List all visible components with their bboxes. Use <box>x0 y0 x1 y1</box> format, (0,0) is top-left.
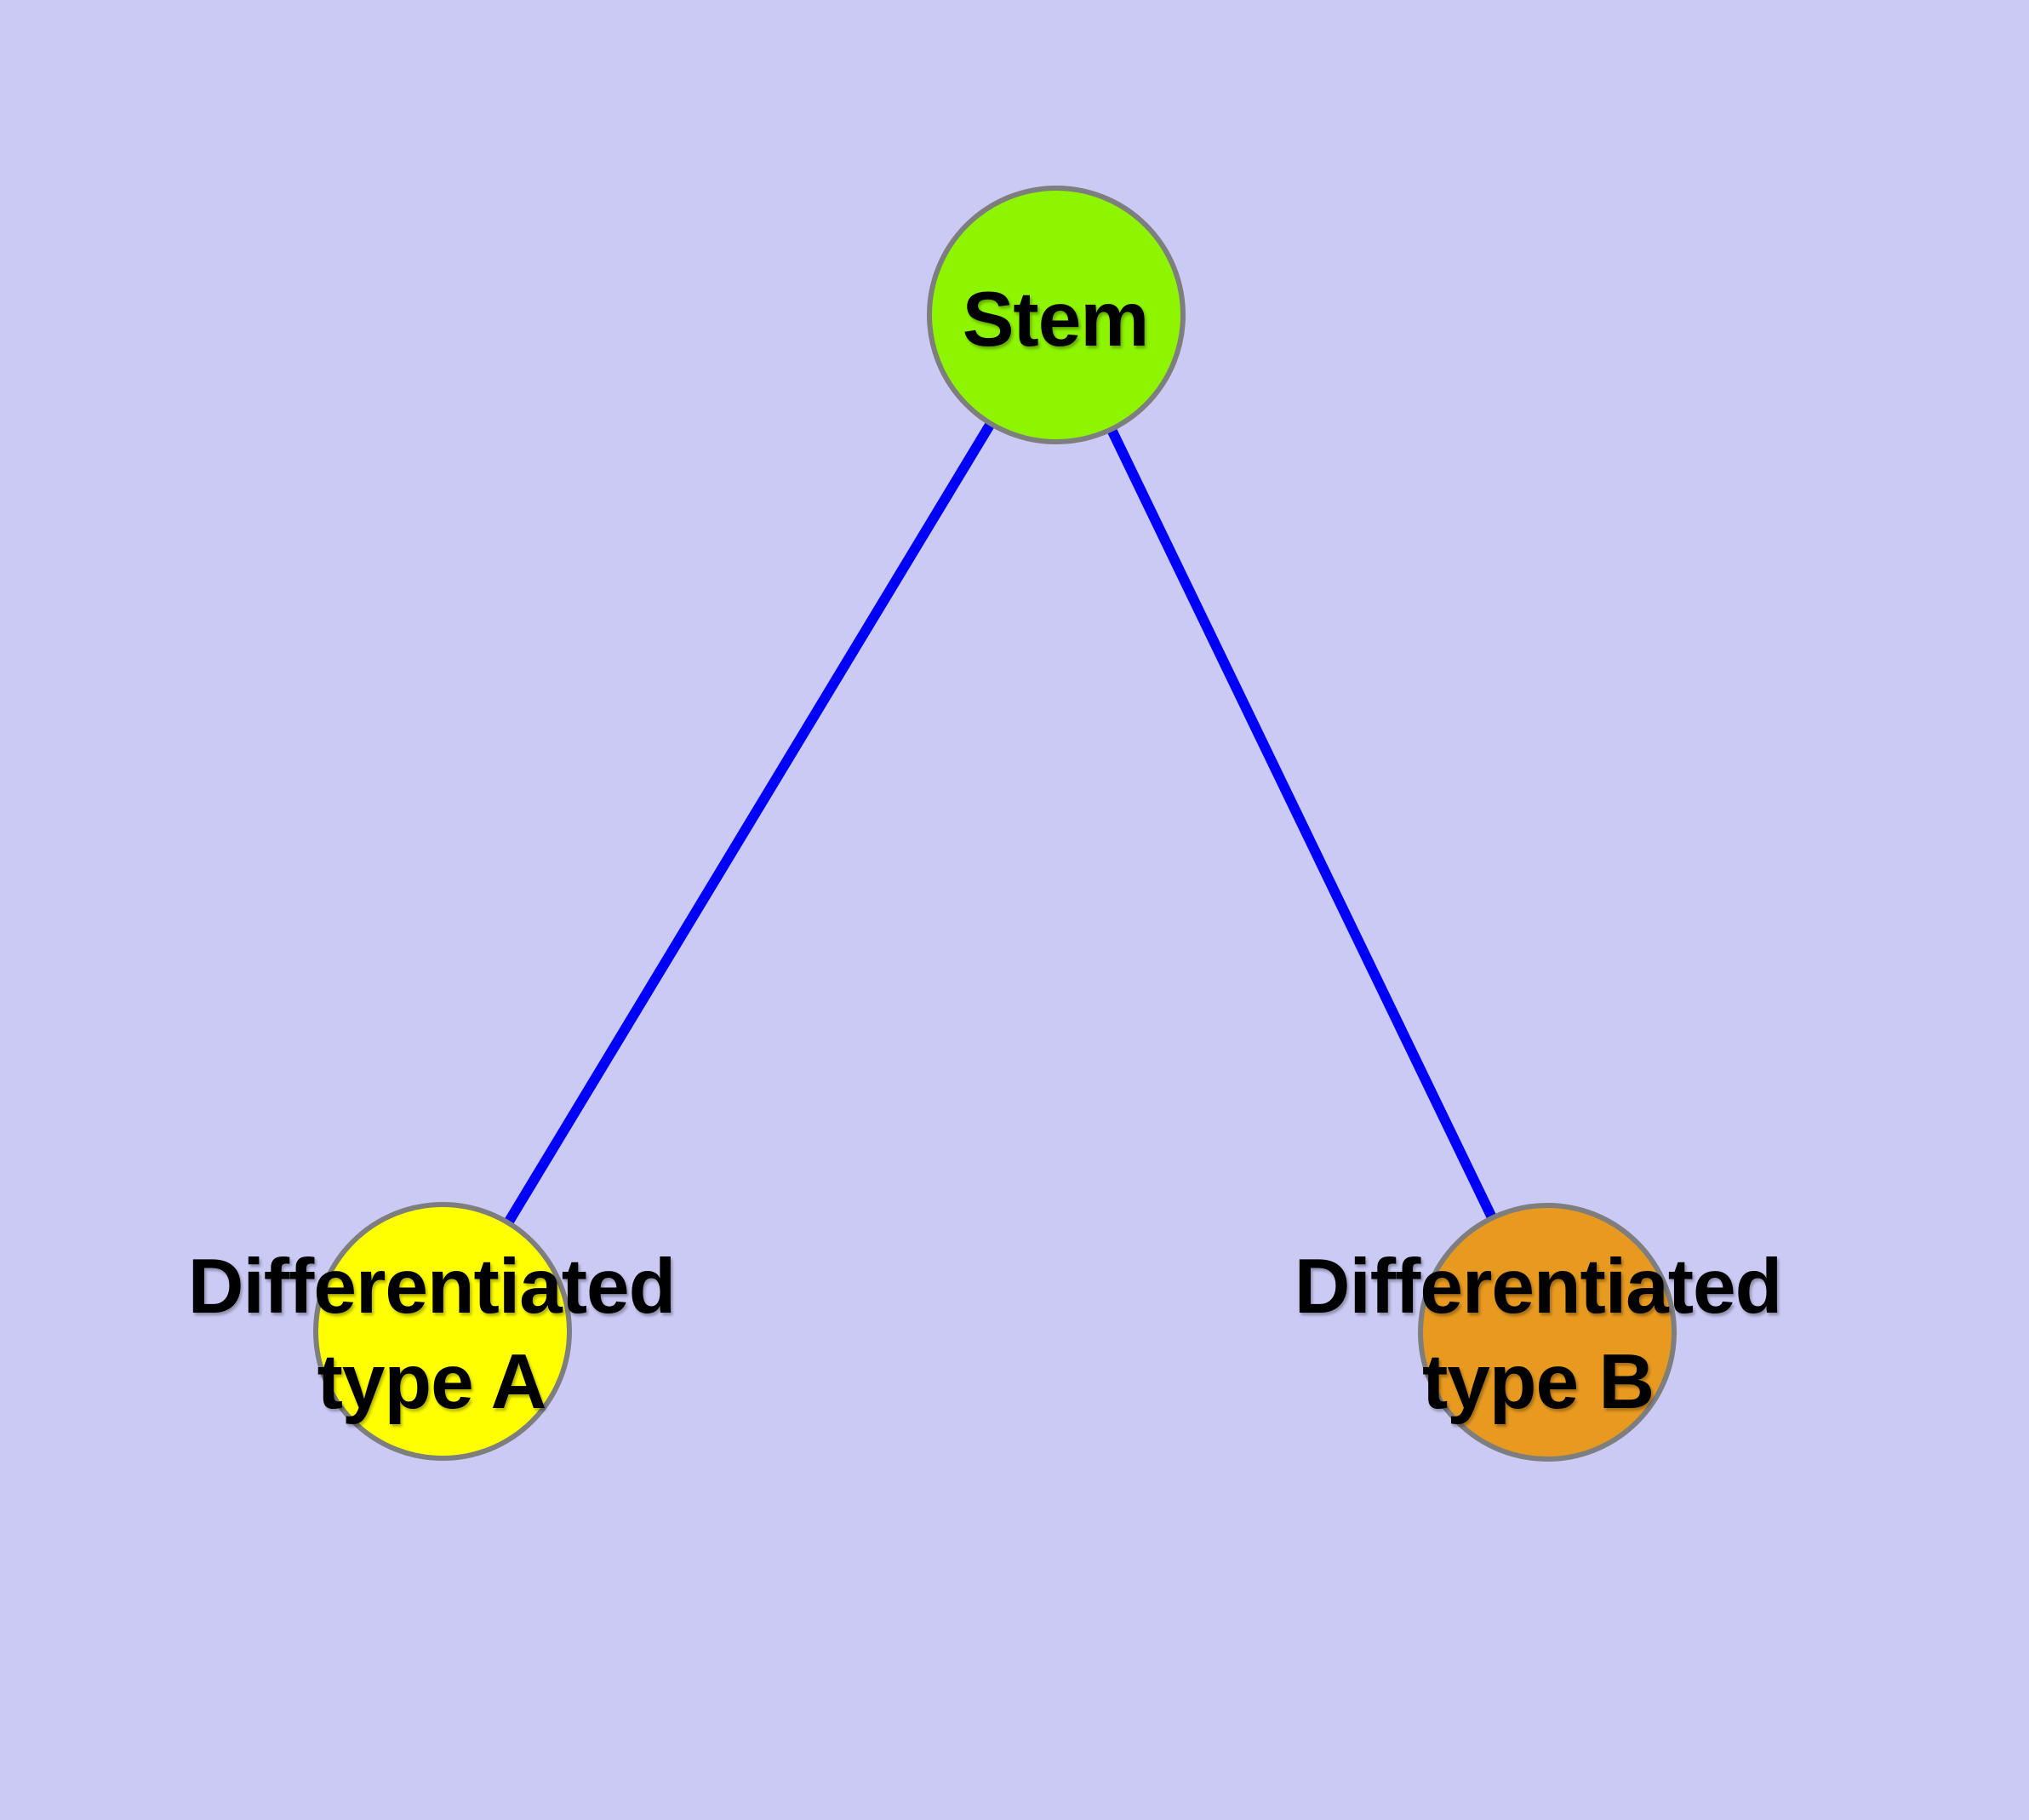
edge-stem-to-type-a <box>437 312 1061 1335</box>
node-circle-type-a[interactable] <box>313 1202 572 1461</box>
edge-stem-to-type-b <box>1051 312 1552 1335</box>
node-circle-stem[interactable] <box>927 186 1186 444</box>
node-circle-type-b[interactable] <box>1418 1203 1677 1462</box>
